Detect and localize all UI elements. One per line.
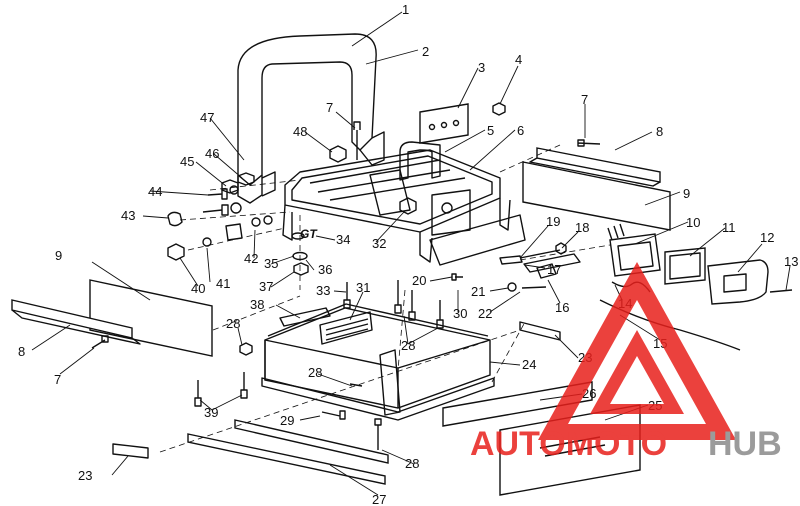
washers-35-37	[291, 215, 309, 290]
callout-23-left: 23	[78, 468, 92, 483]
callout-42: 42	[244, 251, 258, 266]
hardware-18-22	[451, 242, 567, 292]
callout-31: 31	[356, 280, 370, 295]
watermark-word-hub: HUB	[708, 425, 782, 463]
callout-28-c: 28	[401, 338, 415, 353]
callout-33: 33	[316, 283, 330, 298]
watermark-triangle-icon	[538, 262, 736, 440]
callout-20: 20	[412, 273, 426, 288]
callout-21: 21	[471, 284, 485, 299]
callout-12: 12	[760, 230, 774, 245]
callout-8-left: 8	[18, 344, 25, 359]
callout-30: 30	[453, 306, 467, 321]
watermark-inner-triangle-icon	[590, 330, 684, 414]
automotohub-watermark: AUTOMOTO HUB	[470, 262, 782, 463]
callout-11: 11	[722, 220, 736, 235]
callout-9-right: 9	[683, 186, 690, 201]
bolts-upper	[329, 121, 361, 163]
rear-light-assembly	[519, 223, 793, 351]
callout-7-upper: 7	[326, 100, 333, 115]
callout-9-left: 9	[55, 248, 62, 263]
callout-10: 10	[686, 215, 700, 230]
callout-32: 32	[372, 236, 386, 251]
callout-43: 43	[121, 208, 135, 223]
watermark-word-automoto: AUTOMOTO	[470, 425, 667, 463]
gt-decal: GT	[300, 227, 318, 241]
leader-lines	[31, 11, 791, 496]
bracket-plate	[419, 102, 506, 144]
callout-44: 44	[148, 184, 162, 199]
bolts-28	[194, 280, 444, 450]
callout-17: 17	[547, 262, 561, 277]
callout-28-a: 28	[226, 316, 240, 331]
callout-37: 37	[259, 279, 273, 294]
callout-4: 4	[515, 52, 522, 67]
callout-38: 38	[250, 297, 264, 312]
callout-18: 18	[575, 220, 589, 235]
callout-8-right: 8	[656, 124, 663, 139]
callout-28-b: 28	[308, 365, 322, 380]
callout-1: 1	[402, 2, 409, 17]
callout-24: 24	[522, 357, 536, 372]
callout-13: 13	[784, 254, 798, 269]
upper-right-rail	[522, 139, 671, 231]
callout-3: 3	[478, 60, 485, 75]
callout-39: 39	[204, 405, 218, 420]
callout-28-d: 28	[405, 456, 419, 471]
callout-6: 6	[517, 123, 524, 138]
callout-45: 45	[180, 154, 194, 169]
backrest	[237, 33, 385, 204]
callout-2: 2	[422, 44, 429, 59]
callout-46: 46	[205, 146, 219, 161]
callout-16: 16	[555, 300, 569, 315]
callout-34: 34	[336, 232, 350, 247]
left-hardware	[167, 172, 255, 227]
callout-36: 36	[318, 262, 332, 277]
callout-7-right: 7	[581, 92, 588, 107]
callout-27: 27	[372, 492, 386, 506]
bottom-rails	[112, 321, 561, 485]
callout-47: 47	[200, 110, 214, 125]
callout-41: 41	[216, 276, 230, 291]
callout-29: 29	[280, 413, 294, 428]
callout-35: 35	[264, 256, 278, 271]
callout-48: 48	[293, 124, 307, 139]
callout-5: 5	[487, 123, 494, 138]
callout-40: 40	[191, 281, 205, 296]
callout-19: 19	[546, 214, 560, 229]
decal-text: GT	[300, 227, 318, 241]
callout-7-left: 7	[54, 372, 61, 387]
lower-left-rail	[11, 279, 213, 357]
storage-box	[261, 303, 495, 421]
callout-22: 22	[478, 306, 492, 321]
luggage-rack	[282, 141, 526, 266]
assembly-lines	[179, 144, 611, 383]
